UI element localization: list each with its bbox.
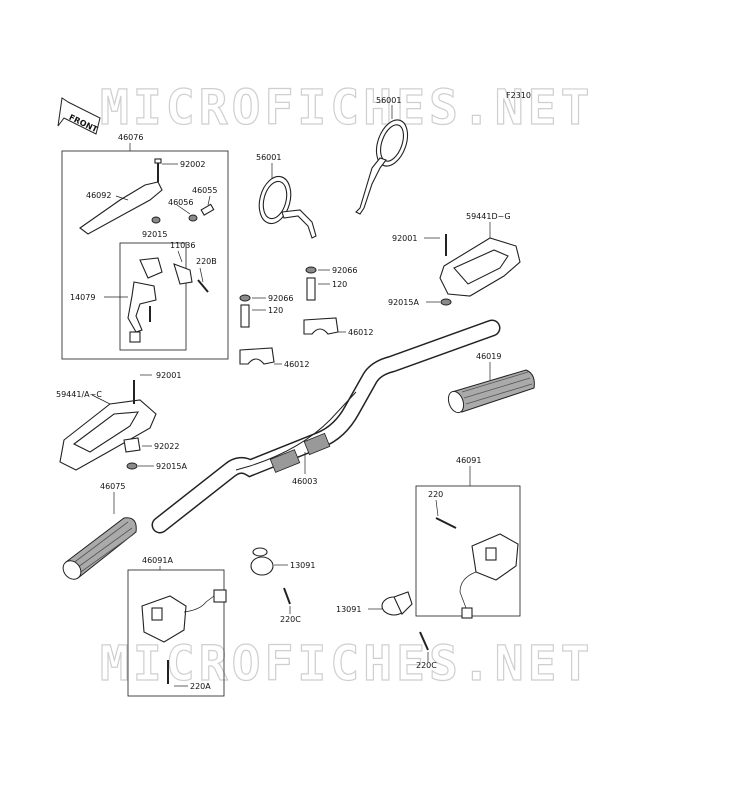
nut-46056-icon bbox=[188, 214, 198, 222]
label-92001-right: 92001 bbox=[392, 234, 417, 243]
label-220: 220 bbox=[428, 490, 443, 499]
connector-icon bbox=[129, 331, 141, 343]
watermark-bottom: MICROFICHES.NET bbox=[100, 636, 593, 692]
clamp-46012-upper-icon bbox=[303, 317, 339, 335]
label-56001-right: 56001 bbox=[376, 96, 401, 105]
front-arrow-icon: FRONT bbox=[57, 97, 101, 135]
washer-92066-upper-icon bbox=[305, 266, 317, 274]
lever-assembly-box bbox=[61, 150, 229, 360]
bolt-120-lower-icon bbox=[240, 304, 250, 328]
label-92001-left: 92001 bbox=[156, 371, 181, 380]
clamp-46012-lower-icon bbox=[239, 347, 275, 365]
washer-92015A-left-icon bbox=[126, 462, 138, 470]
label-92066-upper: 92066 bbox=[332, 266, 357, 275]
label-220C-right: 220C bbox=[416, 661, 437, 670]
label-46055: 46055 bbox=[192, 186, 217, 195]
label-13091-left: 13091 bbox=[290, 561, 315, 570]
washer-92015-icon bbox=[151, 216, 161, 224]
bracket-11036-icon bbox=[173, 263, 193, 285]
switch-sub-box bbox=[119, 242, 187, 351]
label-220C-left: 220C bbox=[280, 615, 301, 624]
washer-92066-lower-icon bbox=[239, 294, 251, 302]
left-grip-icon bbox=[62, 517, 137, 580]
label-92002: 92002 bbox=[180, 160, 205, 169]
bolt-120-upper-icon bbox=[306, 277, 316, 301]
figure-code: F2310 bbox=[506, 91, 531, 100]
label-46076: 46076 bbox=[118, 133, 143, 142]
label-46012-upper: 46012 bbox=[348, 328, 373, 337]
handlebar-knurl-icon bbox=[269, 432, 331, 473]
left-switch-box bbox=[127, 569, 225, 697]
label-11036: 11036 bbox=[170, 241, 195, 250]
label-46056: 46056 bbox=[168, 198, 193, 207]
left-connector-icon bbox=[213, 589, 227, 603]
clutch-switch-icon bbox=[127, 281, 157, 333]
label-220A: 220A bbox=[190, 682, 211, 691]
label-220B: 220B bbox=[196, 257, 217, 266]
label-92015A-right: 92015A bbox=[388, 298, 419, 307]
label-92022: 92022 bbox=[154, 442, 179, 451]
right-mirror-stem-icon bbox=[355, 157, 387, 215]
label-46075: 46075 bbox=[100, 482, 125, 491]
throttle-housing-left-top-icon bbox=[252, 547, 268, 557]
label-46092: 46092 bbox=[86, 191, 111, 200]
washer-92015A-right-icon bbox=[440, 298, 452, 306]
label-59441DG: 59441D~G bbox=[466, 212, 511, 221]
label-46019: 46019 bbox=[476, 352, 501, 361]
label-46091A: 46091A bbox=[142, 556, 173, 565]
label-56001-left: 56001 bbox=[256, 153, 281, 162]
label-46003: 46003 bbox=[292, 477, 317, 486]
right-switch-button-icon bbox=[485, 547, 497, 561]
collar-92022-icon bbox=[123, 437, 141, 453]
label-46012-lower: 46012 bbox=[284, 360, 309, 369]
label-120-upper: 120 bbox=[332, 280, 347, 289]
label-46091: 46091 bbox=[456, 456, 481, 465]
clutch-lever-icon bbox=[79, 181, 163, 235]
label-13091-right: 13091 bbox=[336, 605, 361, 614]
left-switch-button-icon bbox=[151, 607, 163, 621]
label-120-lower: 120 bbox=[268, 306, 283, 315]
watermark-top: MICROFICHES.NET bbox=[100, 80, 593, 136]
label-14079: 14079 bbox=[70, 293, 95, 302]
right-grip-icon bbox=[447, 369, 535, 414]
right-connector-icon bbox=[461, 607, 473, 619]
throttle-housing-left-icon bbox=[250, 556, 274, 576]
label-92015: 92015 bbox=[142, 230, 167, 239]
left-mirror-stem-icon bbox=[281, 209, 317, 239]
label-92015A-left: 92015A bbox=[156, 462, 187, 471]
label-59441AC: 59441/A~C bbox=[56, 390, 102, 399]
label-92066-lower: 92066 bbox=[268, 294, 293, 303]
bolt-46055-icon bbox=[200, 203, 215, 216]
bolt-92002-icon bbox=[154, 158, 162, 164]
switch-bracket-icon bbox=[139, 257, 163, 279]
